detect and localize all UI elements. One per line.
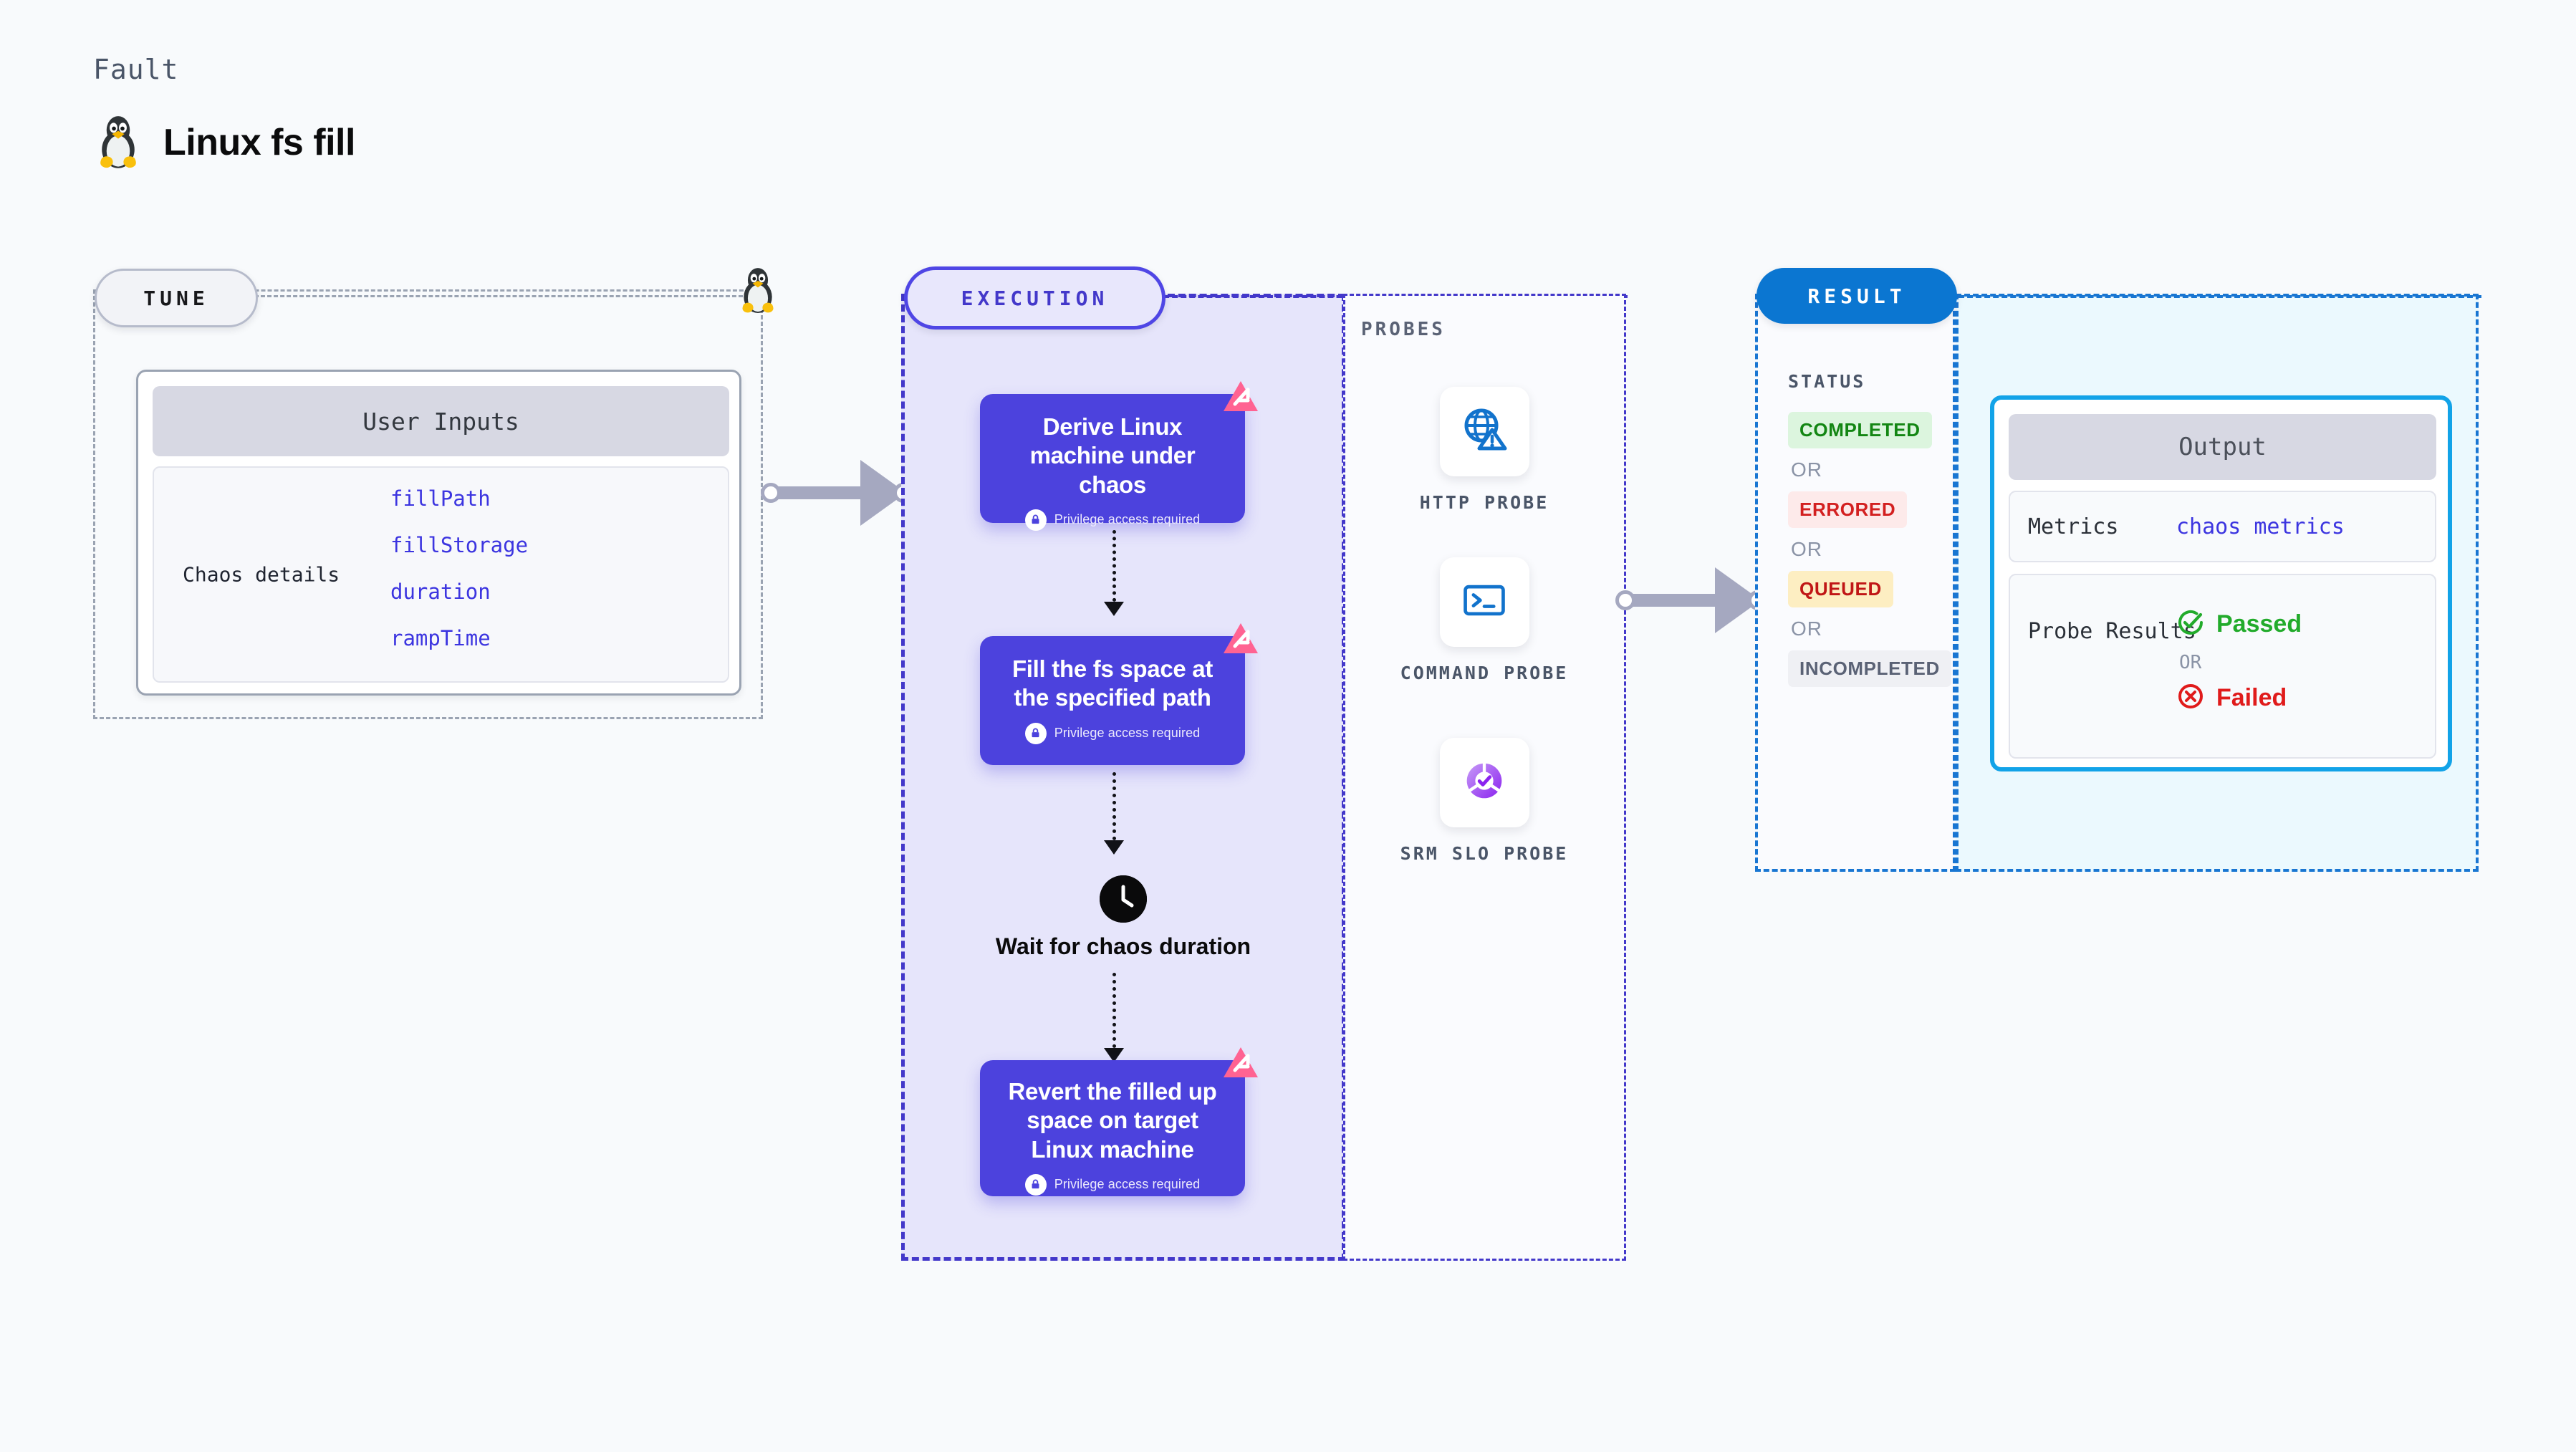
execution-node-title: Derive Linux machine under chaos bbox=[1029, 413, 1196, 498]
status-or-label: OR bbox=[1791, 538, 1822, 560]
execution-node-derive-machine[interactable]: Derive Linux machine under chaos Privile… bbox=[980, 381, 1258, 531]
probe-name: COMMAND PROBE bbox=[1400, 663, 1569, 683]
output-card: Output Metrics chaos metrics Probe Resul… bbox=[1990, 395, 2452, 771]
execution-flow-arrow-2 bbox=[1112, 772, 1116, 840]
execution-node-revert-space[interactable]: Revert the filled up space on target Lin… bbox=[980, 1047, 1258, 1196]
output-header: Output bbox=[2009, 414, 2436, 480]
execution-flow-arrowhead-3 bbox=[1104, 1048, 1124, 1062]
tune-stage-pill[interactable]: TUNE bbox=[95, 269, 258, 327]
lock-icon bbox=[1024, 722, 1047, 744]
execution-flow-arrowhead-2 bbox=[1104, 840, 1124, 855]
privilege-access-row: Privilege access required bbox=[980, 1173, 1245, 1196]
linux-penguin-icon bbox=[93, 115, 143, 170]
terminal-icon bbox=[1460, 576, 1509, 628]
probe-card bbox=[1439, 387, 1529, 476]
execution-stage-pill[interactable]: EXECUTION bbox=[904, 266, 1166, 330]
privilege-access-text: Privilege access required bbox=[1054, 726, 1201, 740]
probe-item-srm-slo[interactable]: SRM SLO PROBE bbox=[1391, 738, 1577, 866]
user-inputs-card: User Inputs Chaos details fillPath fillS… bbox=[136, 370, 741, 696]
privilege-access-row: Privilege access required bbox=[980, 722, 1245, 744]
parameter-ramptime[interactable]: rampTime bbox=[390, 626, 491, 650]
status-section-label: STATUS bbox=[1788, 371, 1866, 392]
execution-node-title: Fill the fs space at the specified path bbox=[1011, 655, 1213, 711]
status-badge-list: COMPLETED OR ERRORED OR QUEUED OR INCOMP… bbox=[1788, 412, 1951, 687]
probe-result-passed: Passed bbox=[2176, 608, 2302, 640]
litmus-badge-icon bbox=[1219, 375, 1262, 418]
privilege-access-text: Privilege access required bbox=[1054, 512, 1201, 527]
status-or-label: OR bbox=[1791, 458, 1822, 481]
connector-probes-to-result bbox=[1615, 566, 1768, 634]
connector-start-dot bbox=[761, 482, 781, 503]
connector-shaft bbox=[1629, 593, 1726, 607]
check-circle-icon bbox=[2176, 608, 2205, 640]
execution-node-title: Revert the filled up space on target Lin… bbox=[1008, 1078, 1217, 1163]
parameter-fillpath[interactable]: fillPath bbox=[390, 486, 491, 511]
status-badge-incompleted: INCOMPLETED bbox=[1788, 650, 1951, 687]
result-stage-label: RESULT bbox=[1807, 284, 1906, 308]
litmus-badge-icon bbox=[1219, 617, 1262, 660]
privilege-access-text: Privilege access required bbox=[1054, 1177, 1201, 1192]
probes-section-label: PROBES bbox=[1361, 319, 1446, 340]
connector-tune-to-execution bbox=[761, 458, 913, 527]
probe-card bbox=[1439, 557, 1529, 647]
probe-item-command[interactable]: COMMAND PROBE bbox=[1391, 557, 1577, 686]
probe-result-passed-label: Passed bbox=[2216, 610, 2302, 638]
fault-eyebrow-label: Fault bbox=[93, 54, 179, 85]
execution-node-wait-for-duration: Wait for chaos duration bbox=[980, 875, 1267, 961]
chaos-details-label: Chaos details bbox=[183, 562, 340, 587]
connector-start-dot bbox=[1615, 590, 1635, 610]
status-badge-errored: ERRORED bbox=[1788, 491, 1908, 528]
wait-node-label: Wait for chaos duration bbox=[995, 933, 1251, 959]
metrics-value-link[interactable]: chaos metrics bbox=[2176, 514, 2345, 539]
slo-donut-check-icon bbox=[1459, 756, 1509, 809]
probe-results-key-label: Probe Results bbox=[2028, 619, 2196, 644]
linux-penguin-icon bbox=[736, 266, 779, 315]
lock-icon bbox=[1024, 1173, 1047, 1196]
execution-node-fill-fs-space[interactable]: Fill the fs space at the specified path … bbox=[980, 623, 1258, 765]
result-stage-pill[interactable]: RESULT bbox=[1756, 268, 1957, 324]
probe-result-failed: Failed bbox=[2176, 682, 2302, 714]
globe-warning-icon bbox=[1458, 404, 1510, 459]
user-inputs-header: User Inputs bbox=[153, 386, 729, 456]
probe-result-failed-label: Failed bbox=[2216, 684, 2287, 711]
metrics-key-label: Metrics bbox=[2028, 514, 2119, 539]
clock-icon bbox=[1100, 875, 1147, 923]
status-badge-queued: QUEUED bbox=[1788, 571, 1893, 607]
status-or-label: OR bbox=[1791, 617, 1822, 640]
page-title-row: Linux fs fill bbox=[93, 115, 355, 170]
privilege-access-row: Privilege access required bbox=[980, 509, 1245, 531]
execution-flow-arrowhead-1 bbox=[1104, 602, 1124, 616]
x-circle-icon bbox=[2176, 682, 2205, 714]
probe-result-or-label: OR bbox=[2179, 652, 2202, 673]
execution-flow-arrow-1 bbox=[1112, 530, 1116, 602]
chaos-parameter-list: fillPath fillStorage duration rampTime bbox=[390, 486, 528, 650]
tune-region bbox=[93, 289, 763, 719]
metrics-row: Metrics chaos metrics bbox=[2009, 491, 2436, 562]
page-title: Linux fs fill bbox=[163, 122, 355, 163]
parameter-duration[interactable]: duration bbox=[390, 580, 491, 604]
parameter-fillstorage[interactable]: fillStorage bbox=[390, 533, 529, 557]
probe-name: SRM SLO PROBE bbox=[1400, 843, 1569, 864]
result-dashed-connector-line bbox=[1950, 295, 2481, 298]
litmus-badge-icon bbox=[1219, 1042, 1262, 1085]
probe-name: HTTP PROBE bbox=[1419, 492, 1549, 513]
connector-shaft bbox=[774, 486, 871, 499]
probe-card bbox=[1439, 738, 1529, 827]
execution-stage-label: EXECUTION bbox=[961, 286, 1109, 310]
user-inputs-body: Chaos details fillPath fillStorage durat… bbox=[153, 466, 729, 683]
probe-results-row: Probe Results Passed OR bbox=[2009, 574, 2436, 759]
execution-flow-arrow-3 bbox=[1112, 973, 1116, 1048]
probe-item-http[interactable]: HTTP PROBE bbox=[1391, 387, 1577, 515]
probe-results-values: Passed OR Failed bbox=[2176, 608, 2302, 714]
tune-dashed-connector-line bbox=[254, 295, 756, 297]
lock-icon bbox=[1024, 509, 1047, 531]
status-badge-completed: COMPLETED bbox=[1788, 412, 1932, 448]
tune-stage-label: TUNE bbox=[143, 286, 209, 310]
